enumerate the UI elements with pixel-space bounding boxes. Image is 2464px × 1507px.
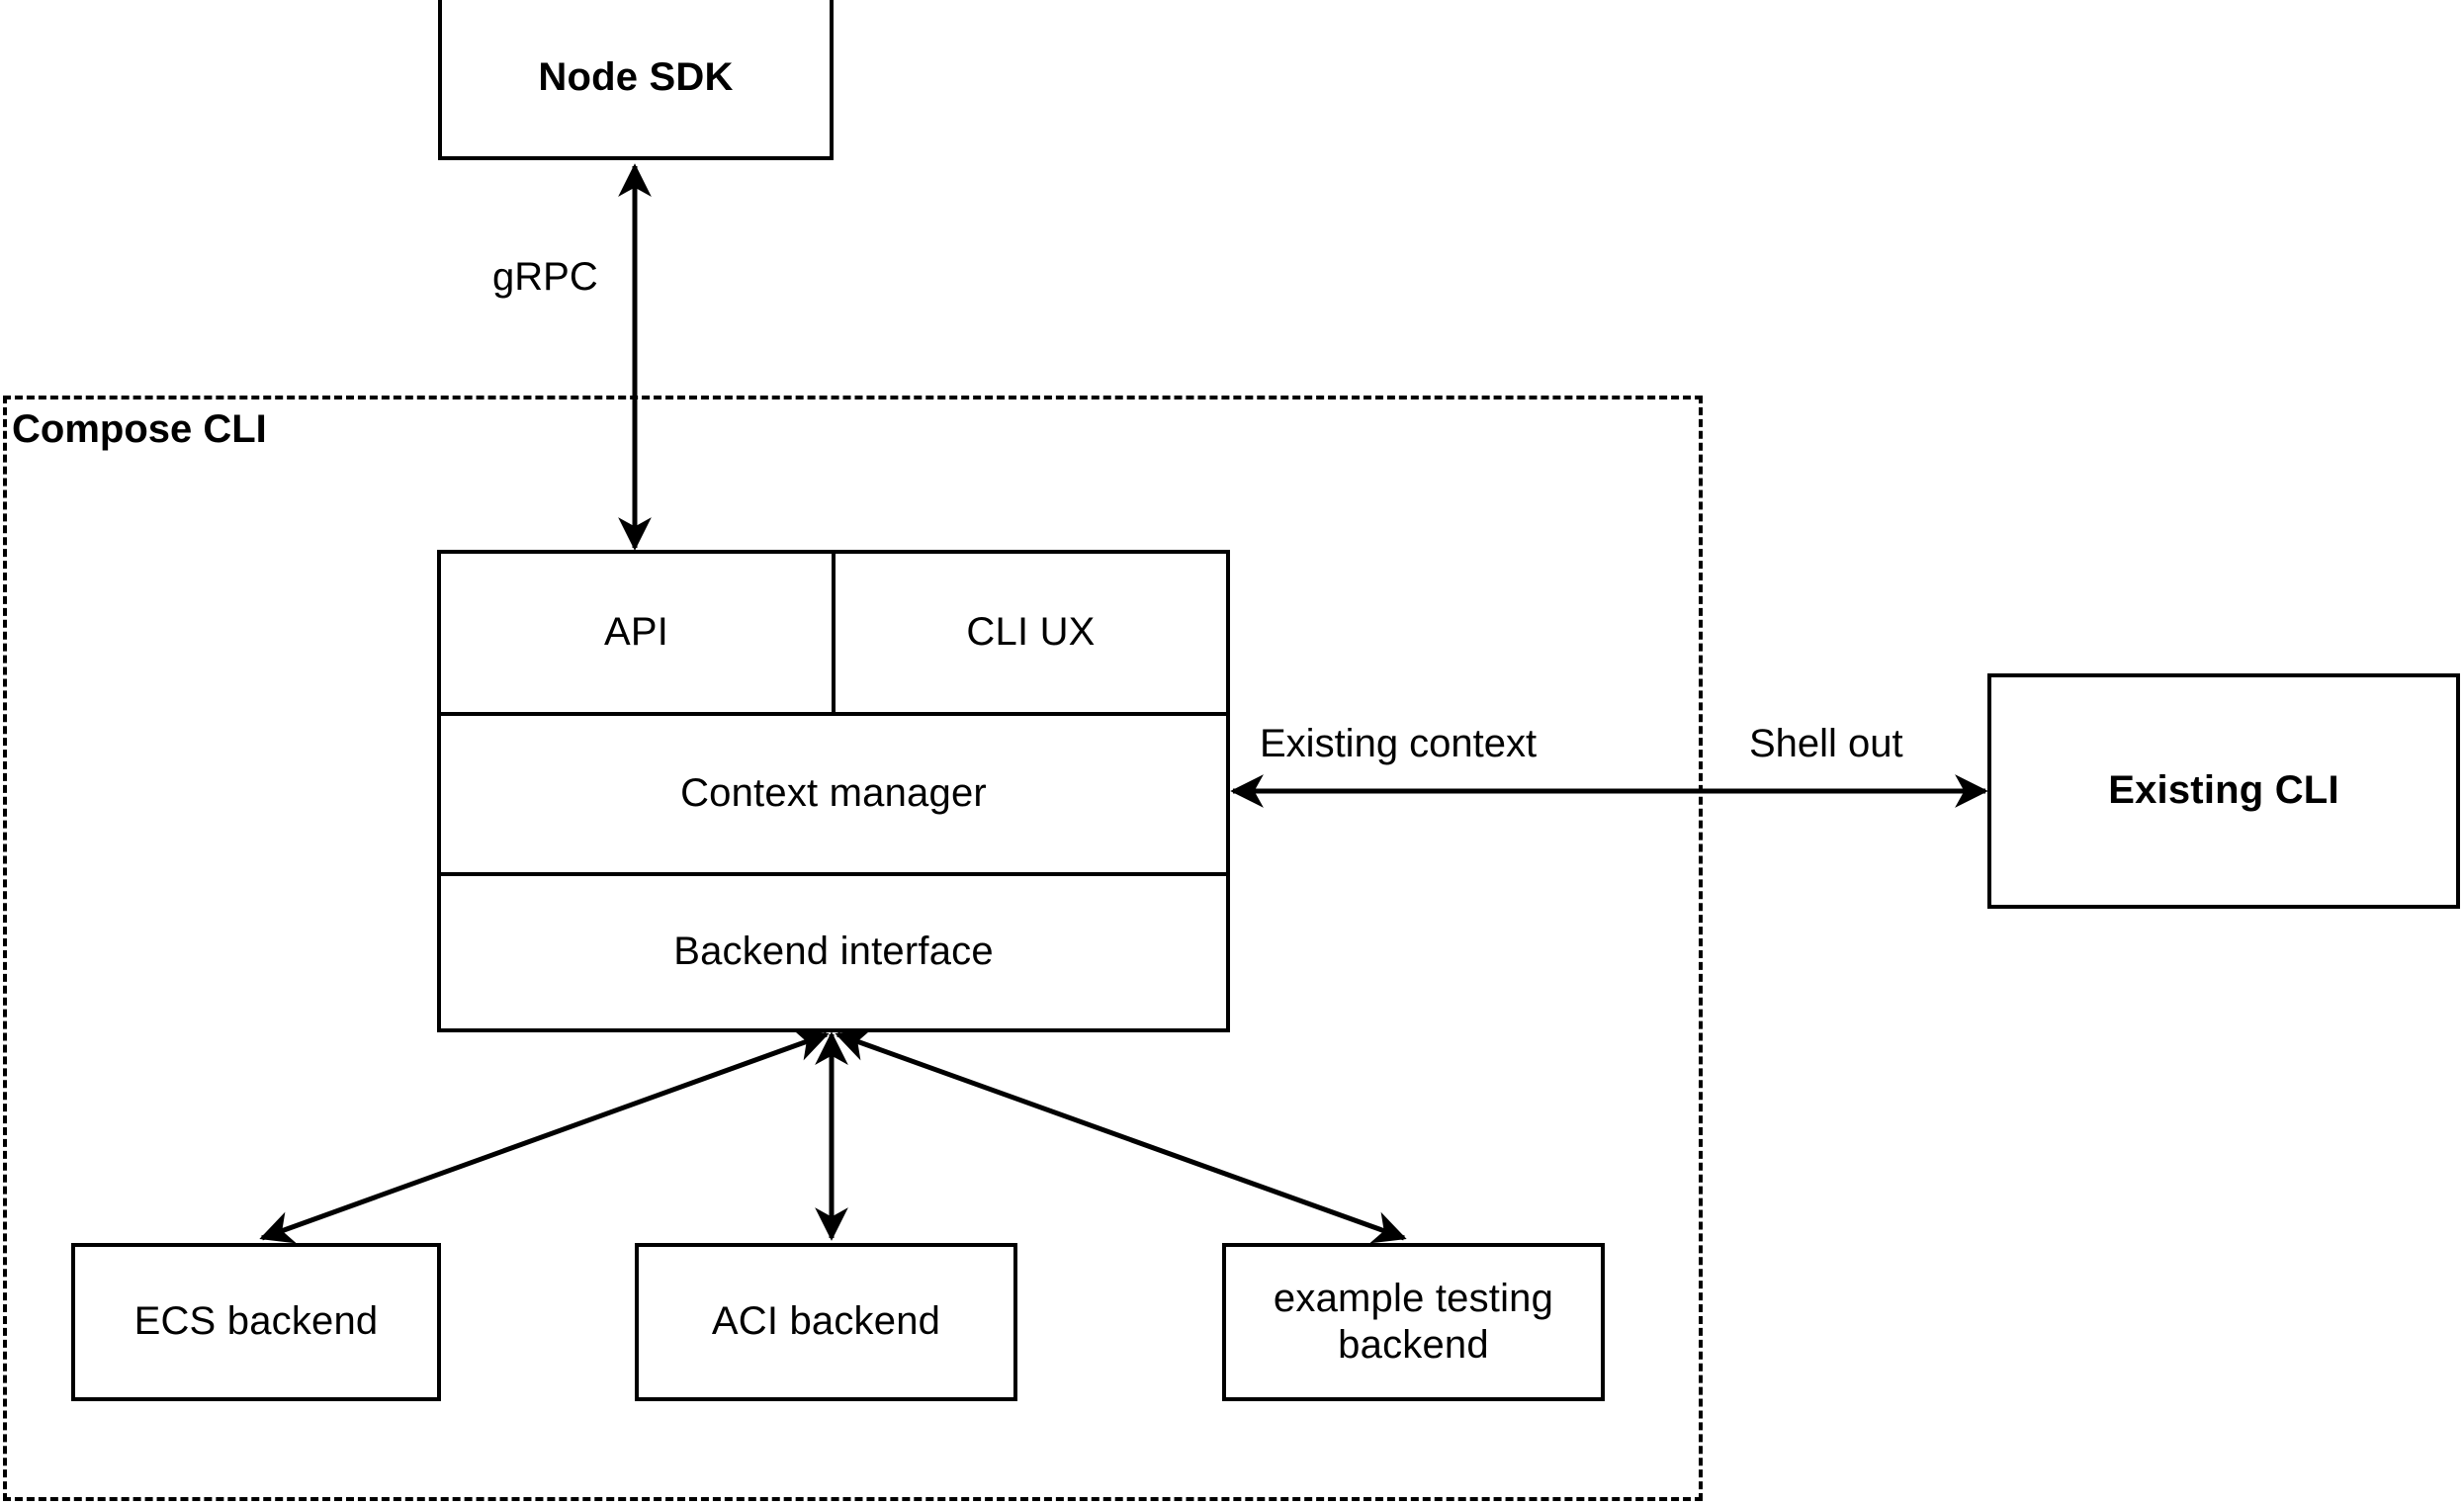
aci-backend-label: ACI backend: [711, 1299, 941, 1344]
edge-backend-to-example: [835, 1028, 1407, 1244]
existing-cli-box[interactable]: Existing CLI: [1987, 673, 2460, 909]
compose-cli-stack: API CLI UX Context manager Backend inter…: [437, 550, 1230, 1032]
edge-label-shell-out: Shell out: [1743, 722, 1909, 766]
edge-label-grpc: gRPC: [486, 255, 604, 300]
cli-ux-label: CLI UX: [966, 610, 1096, 655]
api-cell[interactable]: API: [441, 554, 836, 712]
ecs-backend-box[interactable]: ECS backend: [71, 1243, 441, 1401]
compose-cli-group-label: Compose CLI: [12, 407, 267, 451]
cli-ux-cell[interactable]: CLI UX: [836, 554, 1226, 712]
node-sdk-label: Node SDK: [538, 55, 734, 100]
node-sdk-box[interactable]: Node SDK: [438, 0, 834, 160]
stack-row-context-manager: Context manager: [441, 716, 1226, 876]
example-testing-backend-label-line2: backend: [1338, 1323, 1489, 1367]
backend-interface-cell[interactable]: Backend interface: [441, 876, 1226, 1028]
context-manager-label: Context manager: [680, 771, 987, 816]
edge-backend-to-ecs: [259, 1028, 830, 1244]
aci-backend-box[interactable]: ACI backend: [635, 1243, 1017, 1401]
stack-row-api-cliux: API CLI UX: [441, 554, 1226, 716]
edge-label-existing-context: Existing context: [1254, 722, 1543, 766]
backend-interface-label: Backend interface: [673, 930, 994, 974]
existing-cli-label: Existing CLI: [2108, 768, 2339, 813]
example-testing-backend-box[interactable]: example testing backend: [1222, 1243, 1605, 1401]
example-testing-backend-label-line1: example testing: [1273, 1276, 1554, 1320]
stack-row-backend-interface: Backend interface: [441, 876, 1226, 1028]
ecs-backend-label: ECS backend: [133, 1299, 379, 1344]
api-label: API: [603, 610, 669, 655]
context-manager-cell[interactable]: Context manager: [441, 716, 1226, 872]
compose-cli-group-container: [3, 396, 1703, 1501]
